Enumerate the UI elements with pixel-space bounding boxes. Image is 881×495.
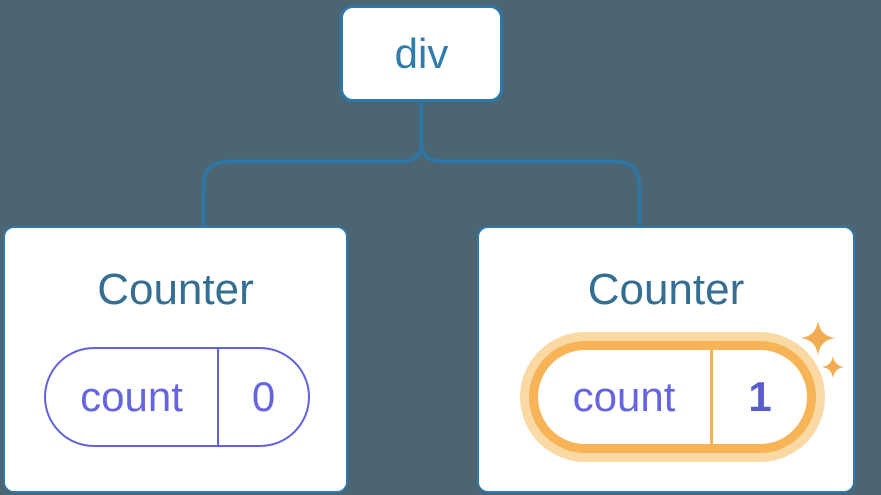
state-value: 1 bbox=[710, 350, 807, 444]
state-value: 0 bbox=[217, 349, 308, 445]
root-node-label: div bbox=[394, 29, 449, 77]
counter-card-right-title: Counter bbox=[587, 265, 745, 314]
state-pill-right-highlighted: count 1 bbox=[529, 341, 816, 453]
counter-card-right: Counter count 1 bbox=[477, 226, 855, 493]
state-key-label: count bbox=[572, 373, 676, 420]
counter-card-left-title: Counter bbox=[97, 265, 254, 314]
counter-card-left: Counter count 0 bbox=[3, 226, 348, 493]
state-key-label: count bbox=[80, 373, 183, 420]
root-node: div bbox=[340, 5, 503, 102]
state-pill-left: count 0 bbox=[44, 347, 310, 447]
connector-path bbox=[201, 103, 642, 226]
